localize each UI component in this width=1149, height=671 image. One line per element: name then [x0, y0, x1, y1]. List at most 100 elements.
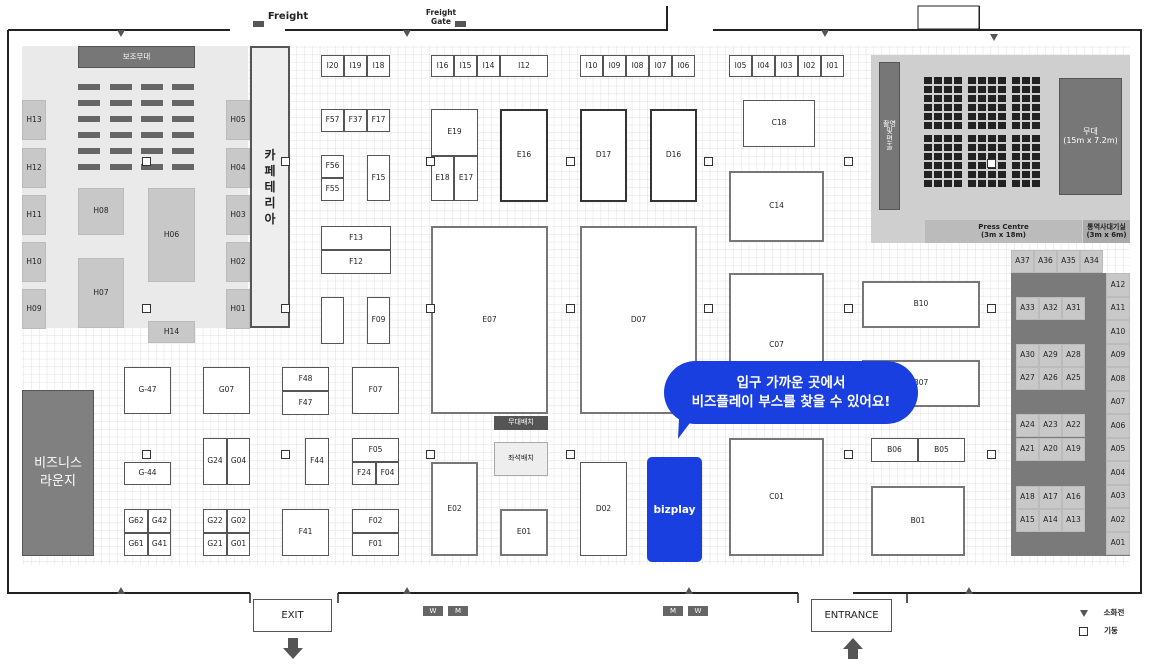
booth-a02[interactable]: A02 — [1106, 508, 1130, 532]
booth-f15[interactable]: F15 — [367, 155, 390, 201]
booth-h07[interactable]: H07 — [78, 258, 124, 328]
booth-g41[interactable]: G41 — [148, 533, 171, 556]
booth-i07[interactable]: I07 — [649, 55, 672, 77]
booth-h04[interactable]: H04 — [226, 148, 250, 188]
booth-i16[interactable]: I16 — [431, 55, 454, 77]
booth-a13[interactable]: A13 — [1062, 509, 1085, 532]
booth-g21[interactable]: G21 — [203, 533, 227, 556]
booth-a26[interactable]: A26 — [1039, 367, 1062, 390]
booth-a18[interactable]: A18 — [1016, 486, 1039, 509]
booth-i03[interactable]: I03 — [775, 55, 798, 77]
booth-b06[interactable]: B06 — [871, 438, 918, 462]
booth-f56[interactable]: F56 — [321, 155, 344, 178]
booth-f09[interactable]: F09 — [367, 297, 390, 344]
booth-a12[interactable]: A12 — [1106, 273, 1130, 297]
booth-d17[interactable]: D17 — [580, 109, 627, 202]
booth-f47[interactable]: F47 — [282, 391, 329, 415]
booth-e16[interactable]: E16 — [500, 109, 548, 202]
booth-a22[interactable]: A22 — [1062, 414, 1085, 437]
booth-a10[interactable]: A10 — [1106, 320, 1130, 344]
booth-h05[interactable]: H05 — [226, 100, 250, 140]
booth-g42[interactable]: G42 — [148, 509, 171, 533]
booth-e07[interactable]: E07 — [431, 226, 548, 414]
booth-g07[interactable]: G07 — [203, 367, 250, 414]
booth-i19[interactable]: I19 — [344, 55, 367, 77]
booth-i05[interactable]: I05 — [729, 55, 752, 77]
booth-b10[interactable]: B10 — [862, 281, 980, 328]
booth-i14[interactable]: I14 — [477, 55, 500, 77]
booth-a34[interactable]: A34 — [1080, 250, 1103, 273]
booth-h13[interactable]: H13 — [22, 100, 46, 140]
booth-a11[interactable]: A11 — [1106, 296, 1130, 320]
booth-a36[interactable]: A36 — [1034, 250, 1057, 273]
booth-d16[interactable]: D16 — [650, 109, 697, 202]
booth-c18[interactable]: C18 — [743, 100, 815, 147]
booth-a03[interactable]: A03 — [1106, 484, 1130, 508]
booth-f01[interactable]: F01 — [352, 533, 399, 556]
booth-a08[interactable]: A08 — [1106, 367, 1130, 391]
booth-i10[interactable]: I10 — [580, 55, 603, 77]
booth-a01[interactable]: A01 — [1106, 531, 1130, 555]
exit-sign[interactable]: EXIT — [253, 599, 332, 632]
booth-g44[interactable]: G-44 — [124, 462, 171, 485]
booth-c01[interactable]: C01 — [729, 438, 824, 556]
booth-g62[interactable]: G62 — [124, 509, 148, 533]
booth-h14[interactable]: H14 — [148, 321, 195, 343]
booth-h06[interactable]: H06 — [148, 188, 195, 282]
booth-h11[interactable]: H11 — [22, 195, 46, 235]
booth-f17[interactable]: F17 — [367, 109, 390, 132]
booth-a25[interactable]: A25 — [1062, 367, 1085, 390]
booth-i06[interactable]: I06 — [672, 55, 695, 77]
booth-g01[interactable]: G01 — [227, 533, 250, 556]
booth-g24[interactable]: G24 — [203, 438, 227, 485]
booth-i15[interactable]: I15 — [454, 55, 477, 77]
booth-a05[interactable]: A05 — [1106, 437, 1130, 461]
booth-a19[interactable]: A19 — [1062, 438, 1085, 461]
booth-i09[interactable]: I09 — [603, 55, 626, 77]
booth-c14[interactable]: C14 — [729, 171, 824, 242]
booth-e17[interactable]: E17 — [454, 156, 478, 201]
booth-a31[interactable]: A31 — [1062, 297, 1085, 320]
booth-a28[interactable]: A28 — [1062, 344, 1085, 367]
booth-a32[interactable]: A32 — [1039, 297, 1062, 320]
booth-f48[interactable]: F48 — [282, 367, 329, 391]
booth-a30[interactable]: A30 — [1016, 344, 1039, 367]
booth-e01[interactable]: E01 — [500, 509, 548, 556]
booth-a33[interactable]: A33 — [1016, 297, 1039, 320]
booth-i01[interactable]: I01 — [821, 55, 844, 77]
booth-f02[interactable]: F02 — [352, 509, 399, 533]
booth-i02[interactable]: I02 — [798, 55, 821, 77]
booth-h10[interactable]: H10 — [22, 242, 46, 282]
booth-a07[interactable]: A07 — [1106, 390, 1130, 414]
booth-g22[interactable]: G22 — [203, 509, 227, 533]
booth-g04[interactable]: G04 — [227, 438, 250, 485]
booth-i08[interactable]: I08 — [626, 55, 649, 77]
booth-i04[interactable]: I04 — [752, 55, 775, 77]
booth-a29[interactable]: A29 — [1039, 344, 1062, 367]
booth-g02[interactable]: G02 — [227, 509, 250, 533]
booth-e18[interactable]: E18 — [431, 156, 454, 201]
booth-i12[interactable]: I12 — [500, 55, 548, 77]
booth-b01[interactable]: B01 — [871, 486, 965, 556]
booth-a09[interactable]: A09 — [1106, 343, 1130, 367]
booth-g47[interactable]: G-47 — [124, 367, 171, 414]
booth-f04[interactable]: F04 — [376, 462, 399, 485]
booth-a14[interactable]: A14 — [1039, 509, 1062, 532]
booth-h08[interactable]: H08 — [78, 188, 124, 235]
booth-f07[interactable]: F07 — [352, 367, 399, 414]
booth-i20[interactable]: I20 — [321, 55, 344, 77]
booth-a24[interactable]: A24 — [1016, 414, 1039, 437]
booth-f13[interactable]: F13 — [321, 226, 391, 250]
booth-a23[interactable]: A23 — [1039, 414, 1062, 437]
booth-h03[interactable]: H03 — [226, 195, 250, 235]
booth-h09[interactable]: H09 — [22, 289, 46, 329]
booth-a15[interactable]: A15 — [1016, 509, 1039, 532]
booth-f57[interactable]: F57 — [321, 109, 344, 132]
booth-f24[interactable]: F24 — [352, 462, 376, 485]
booth-a17[interactable]: A17 — [1039, 486, 1062, 509]
booth-a21[interactable]: A21 — [1016, 438, 1039, 461]
booth-f37[interactable]: F37 — [344, 109, 367, 132]
booth-e19[interactable]: E19 — [431, 109, 478, 156]
booth-f41[interactable]: F41 — [282, 509, 329, 556]
bizplay-booth[interactable]: bizplay — [647, 457, 702, 562]
